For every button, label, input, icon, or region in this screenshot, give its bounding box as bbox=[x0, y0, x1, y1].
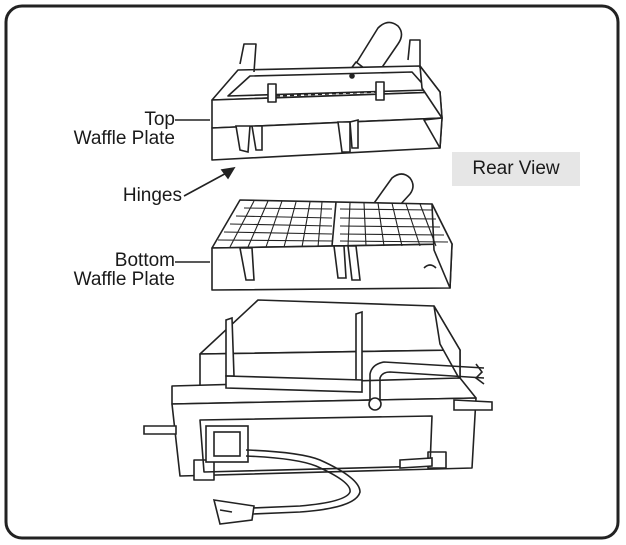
top-label-line2: Waffle Plate bbox=[73, 128, 175, 149]
heating-element bbox=[368, 361, 485, 411]
leader-lines bbox=[175, 119, 236, 263]
top-waffle-plate-label: Top Waffle Plate bbox=[40, 110, 175, 148]
hinges-label: Hinges bbox=[122, 185, 182, 206]
waffle-grid bbox=[217, 200, 449, 248]
power-cord bbox=[205, 425, 361, 525]
top-label-line1: Top bbox=[144, 109, 175, 130]
bottom-hinges bbox=[239, 245, 361, 281]
side-rods bbox=[143, 399, 493, 469]
bottom-waffle-plate-label: Bottom Waffle Plate bbox=[40, 251, 175, 289]
bottom-waffle-plate bbox=[211, 173, 453, 291]
bottom-label-line1: Bottom bbox=[114, 250, 175, 271]
bottom-label-line2: Waffle Plate bbox=[73, 269, 175, 290]
top-waffle-plate bbox=[211, 21, 443, 161]
top-hinges bbox=[235, 118, 359, 154]
rear-view-badge: Rear View bbox=[452, 152, 580, 186]
base-hinge-bracket bbox=[225, 310, 363, 393]
